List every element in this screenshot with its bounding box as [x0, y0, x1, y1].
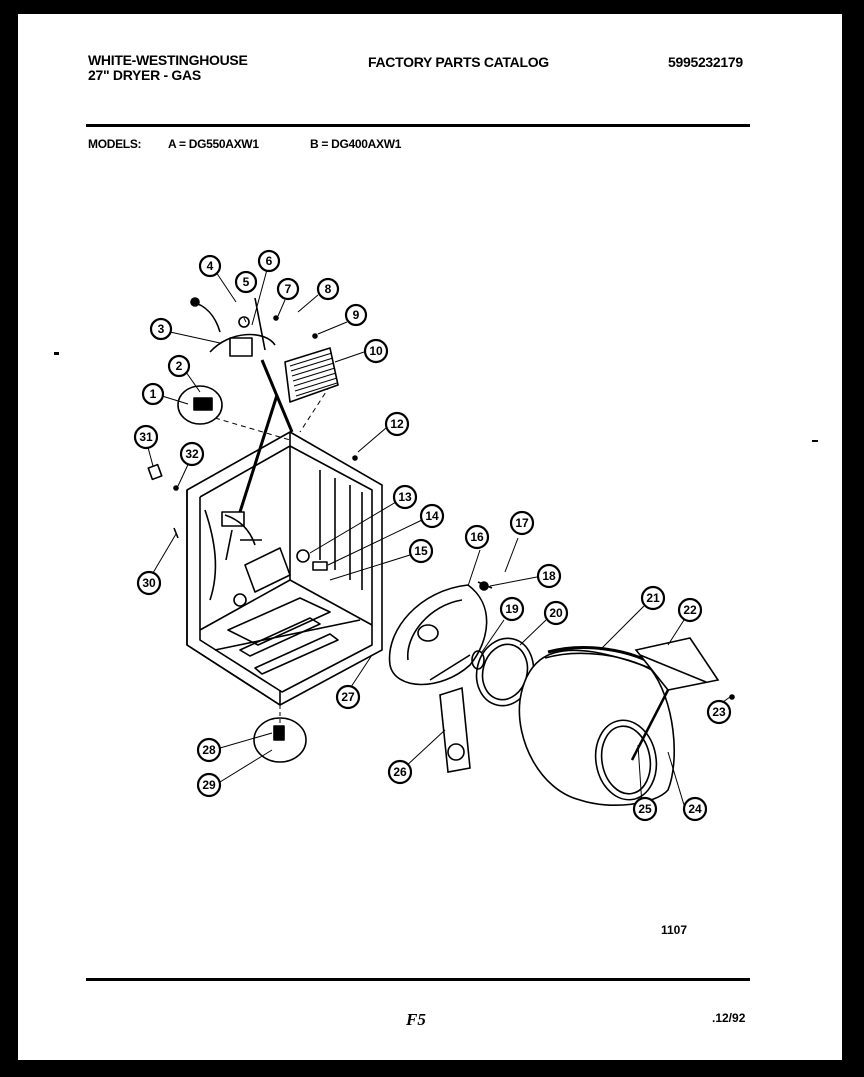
- svg-text:21: 21: [646, 591, 660, 605]
- revision-date: .12/92: [712, 1011, 746, 1025]
- svg-text:28: 28: [202, 743, 216, 757]
- models-label: MODELS:: [88, 137, 142, 151]
- figure-code: 1107: [661, 923, 688, 937]
- svg-text:15: 15: [414, 544, 428, 558]
- scan-mark-right: [812, 440, 818, 442]
- callout-6: 6: [257, 249, 281, 273]
- callout-25: 25: [632, 796, 658, 822]
- part-number: 5995232179: [668, 54, 743, 70]
- svg-text:2: 2: [176, 359, 183, 373]
- svg-text:13: 13: [398, 490, 412, 504]
- callout-14: 14: [419, 503, 445, 529]
- callout-32: 32: [179, 441, 205, 467]
- callout-4: 4: [198, 254, 222, 278]
- svg-text:14: 14: [425, 509, 439, 523]
- svg-text:1: 1: [150, 387, 157, 401]
- callout-5: 5: [234, 270, 258, 294]
- callout-7: 7: [276, 277, 300, 301]
- header-rule: [86, 124, 750, 127]
- svg-text:26: 26: [393, 765, 407, 779]
- svg-text:10: 10: [369, 344, 383, 358]
- callout-27: 27: [335, 684, 361, 710]
- svg-text:25: 25: [638, 802, 652, 816]
- svg-text:16: 16: [470, 530, 484, 544]
- svg-text:27: 27: [341, 690, 355, 704]
- callout-17: 17: [509, 510, 535, 536]
- svg-text:12: 12: [390, 417, 404, 431]
- callout-28: 28: [196, 737, 222, 763]
- callout-22: 22: [677, 597, 703, 623]
- callout-3: 3: [149, 317, 173, 341]
- cabinet-drawing: [147, 297, 383, 763]
- svg-text:19: 19: [505, 602, 519, 616]
- callout-12: 12: [384, 411, 410, 437]
- callout-leaders: [145, 265, 731, 806]
- callout-29: 29: [196, 772, 222, 798]
- footer-rule: [86, 978, 750, 981]
- callout-8: 8: [316, 277, 340, 301]
- svg-text:22: 22: [683, 603, 697, 617]
- brand-title: WHITE-WESTINGHOUSE: [88, 52, 248, 68]
- callout-26: 26: [387, 759, 413, 785]
- drum-assembly-drawing: [388, 581, 735, 806]
- catalog-sheet: [18, 14, 842, 1060]
- svg-text:30: 30: [142, 576, 156, 590]
- svg-text:29: 29: [202, 778, 216, 792]
- callout-20: 20: [543, 600, 569, 626]
- callout-16: 16: [464, 524, 490, 550]
- svg-text:7: 7: [285, 282, 292, 296]
- model-b: B = DG400AXW1: [310, 137, 402, 151]
- svg-text:9: 9: [353, 308, 360, 322]
- catalog-title: FACTORY PARTS CATALOG: [368, 54, 549, 70]
- page-number: F5: [406, 1010, 426, 1029]
- svg-text:31: 31: [139, 430, 153, 444]
- model-a: A = DG550AXW1: [168, 137, 259, 151]
- svg-text:5: 5: [243, 275, 250, 289]
- svg-text:3: 3: [158, 322, 165, 336]
- callout-18: 18: [536, 563, 562, 589]
- callout-24: 24: [682, 796, 708, 822]
- svg-text:20: 20: [549, 606, 563, 620]
- svg-text:32: 32: [185, 447, 199, 461]
- svg-text:8: 8: [325, 282, 332, 296]
- product-title: 27" DRYER - GAS: [88, 67, 201, 83]
- svg-text:6: 6: [266, 254, 273, 268]
- svg-text:4: 4: [207, 259, 214, 273]
- svg-text:23: 23: [712, 705, 726, 719]
- callout-19: 19: [499, 596, 525, 622]
- callout-10: 10: [363, 338, 389, 364]
- callout-15: 15: [408, 538, 434, 564]
- callout-31: 31: [133, 424, 159, 450]
- scan-mark-left: [54, 352, 59, 355]
- svg-text:18: 18: [542, 569, 556, 583]
- callout-9: 9: [344, 303, 368, 327]
- svg-text:24: 24: [688, 802, 702, 816]
- callout-13: 13: [392, 484, 418, 510]
- callout-30: 30: [136, 570, 162, 596]
- callout-21: 21: [640, 585, 666, 611]
- callout-2: 2: [167, 354, 191, 378]
- svg-text:17: 17: [515, 516, 529, 530]
- callout-1: 1: [141, 382, 165, 406]
- callout-23: 23: [706, 699, 732, 725]
